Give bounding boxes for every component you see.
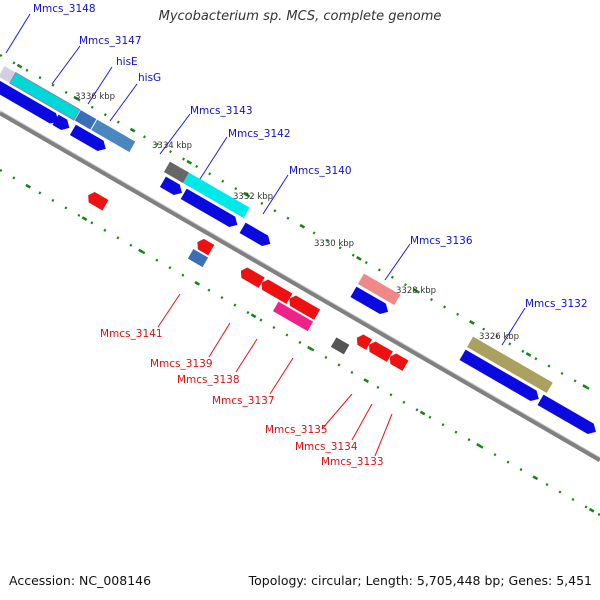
- map-title: Mycobacterium sp. MCS, complete genome: [158, 9, 442, 24]
- gene-label-mmcs-3136[interactable]: Mmcs_3136: [410, 235, 473, 247]
- gene-label-mmcs-3148[interactable]: Mmcs_3148: [33, 3, 96, 15]
- feature-mmcs-3133[interactable]: [366, 340, 393, 362]
- gene-label-mmcs-3147[interactable]: Mmcs_3147: [79, 35, 142, 47]
- gene-label-mmcs-3134[interactable]: Mmcs_3134: [295, 441, 358, 453]
- feature-rev-2[interactable]: [194, 237, 215, 256]
- gene-label-mmcs-3142[interactable]: Mmcs_3142: [228, 128, 291, 140]
- gene-label-mmcs-3132[interactable]: Mmcs_3132: [525, 298, 588, 310]
- feature-mmcs-3134[interactable]: [354, 333, 373, 350]
- feature-hisg[interactable]: [91, 119, 136, 153]
- kbp-tick-label: 3328 kbp: [396, 286, 436, 296]
- feature-mmcs-3137[interactable]: [272, 301, 314, 332]
- forward-arrow[interactable]: [180, 188, 241, 230]
- gene-label-mmcs-3138[interactable]: Mmcs_3138: [177, 374, 240, 386]
- gene-label-mmcs-3140[interactable]: Mmcs_3140: [289, 165, 352, 177]
- gene-label-mmcs-3137[interactable]: Mmcs_3137: [212, 395, 275, 407]
- forward-arrow[interactable]: [537, 394, 599, 437]
- forward-arrow[interactable]: [69, 124, 109, 154]
- feature-rev-3[interactable]: [387, 352, 409, 371]
- forward-arrow[interactable]: [0, 79, 62, 127]
- feature-mmcs-3138[interactable]: [259, 278, 293, 304]
- gene-label-hise[interactable]: hisE: [116, 56, 138, 68]
- genome-backbone-highlight: [0, 110, 600, 458]
- genome-backbone: [0, 111, 600, 462]
- gene-label-mmcs-3139[interactable]: Mmcs_3139: [150, 358, 213, 370]
- gene-label-mmcs-3133[interactable]: Mmcs_3133: [321, 456, 384, 468]
- kbp-tick-label: 3334 kbp: [152, 141, 192, 151]
- feature-mmcs-3143[interactable]: [163, 161, 190, 184]
- forward-arrow[interactable]: [350, 286, 391, 317]
- forward-arrow[interactable]: [159, 176, 185, 198]
- feature-mmcs-3135[interactable]: [330, 337, 350, 355]
- outer-tick-ring: [0, 53, 600, 397]
- kbp-tick-label: 3326 kbp: [479, 332, 519, 342]
- forward-features-row2: [0, 79, 599, 437]
- feature-rev-1[interactable]: [85, 190, 109, 211]
- feature-mmcs-3136[interactable]: [357, 273, 401, 306]
- genome-summary-text: Topology: circular; Length: 5,705,448 bp…: [248, 573, 592, 588]
- kbp-tick-label: 3336 kbp: [75, 92, 115, 102]
- gene-label-hisg[interactable]: hisG: [138, 72, 161, 84]
- feature-mmcs-3139[interactable]: [238, 266, 265, 288]
- feature-mmcs-3147[interactable]: [9, 71, 81, 121]
- forward-features-row1: [0, 66, 553, 394]
- feature-mmcs-3141[interactable]: [187, 249, 209, 268]
- feature-mmcs-3137-a[interactable]: [286, 294, 321, 320]
- feature-mmcs-3132[interactable]: [467, 336, 553, 394]
- reverse-leader-lines: [157, 293, 393, 457]
- forward-leader-lines: [5, 13, 526, 346]
- forward-arrow[interactable]: [52, 114, 73, 133]
- feature-hise[interactable]: [74, 110, 97, 130]
- inner-tick-ring: [0, 168, 600, 517]
- forward-arrow[interactable]: [239, 222, 274, 249]
- accession-text: Accession: NC_008146: [9, 573, 152, 588]
- gene-label-mmcs-3135[interactable]: Mmcs_3135: [265, 424, 328, 436]
- reverse-features: [85, 190, 409, 371]
- forward-arrow[interactable]: [459, 349, 542, 404]
- kbp-tick-label: 3332 kbp: [233, 192, 273, 202]
- kbp-tick-label: 3330 kbp: [314, 239, 354, 249]
- feature-mmcs-3142[interactable]: [183, 172, 250, 219]
- gene-label-mmcs-3141[interactable]: Mmcs_3141: [100, 328, 163, 340]
- gene-label-mmcs-3143[interactable]: Mmcs_3143: [190, 105, 253, 117]
